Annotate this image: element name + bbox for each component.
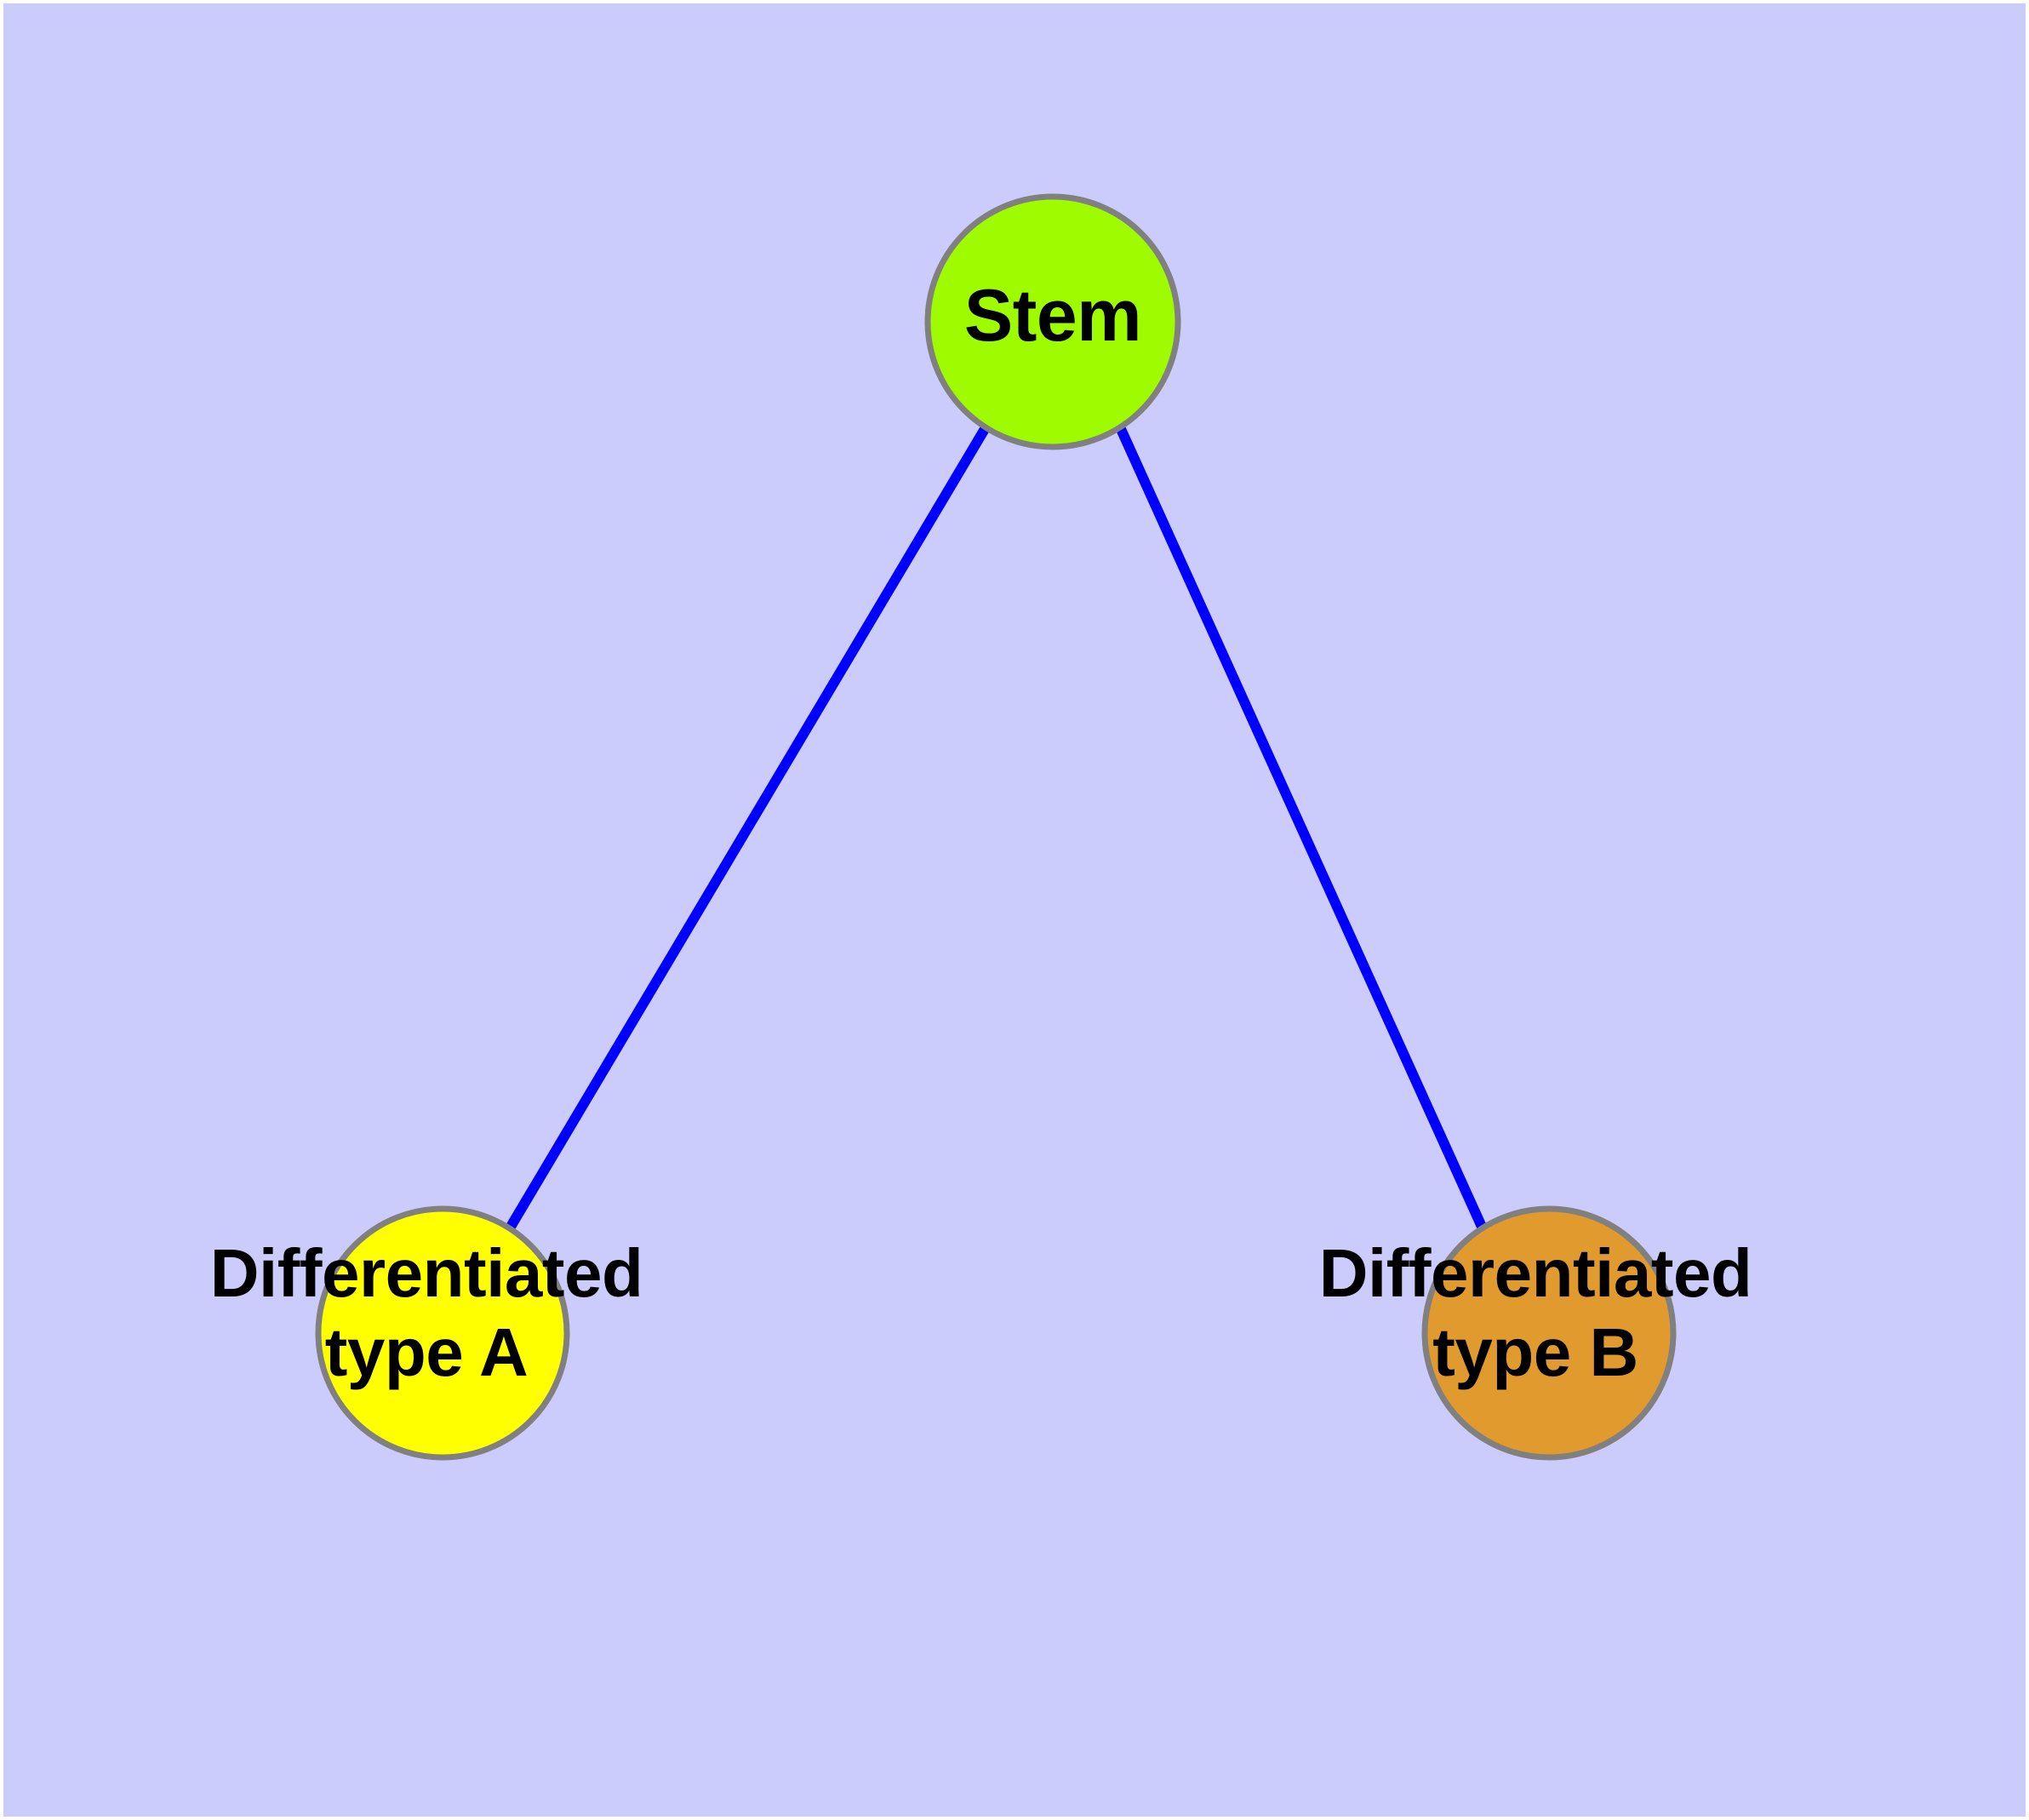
node-stem[interactable] [924,193,1181,450]
edge-stem-to-differentiated-type-a [506,426,990,1230]
node-differentiated-type-a[interactable] [315,1205,570,1461]
node-label-differentiated-type-b: Differentiated type B [1318,1235,1752,1390]
node-label-differentiated-type-a: Differentiated type A [209,1235,643,1390]
edge-stem-to-differentiated-type-b [1116,426,1487,1229]
node-label-stem: Stem [963,275,1142,357]
edge-layer [506,426,1487,1230]
node-layer [315,193,1677,1461]
graph-svg [315,193,1677,1461]
node-differentiated-type-b[interactable] [1421,1205,1677,1461]
